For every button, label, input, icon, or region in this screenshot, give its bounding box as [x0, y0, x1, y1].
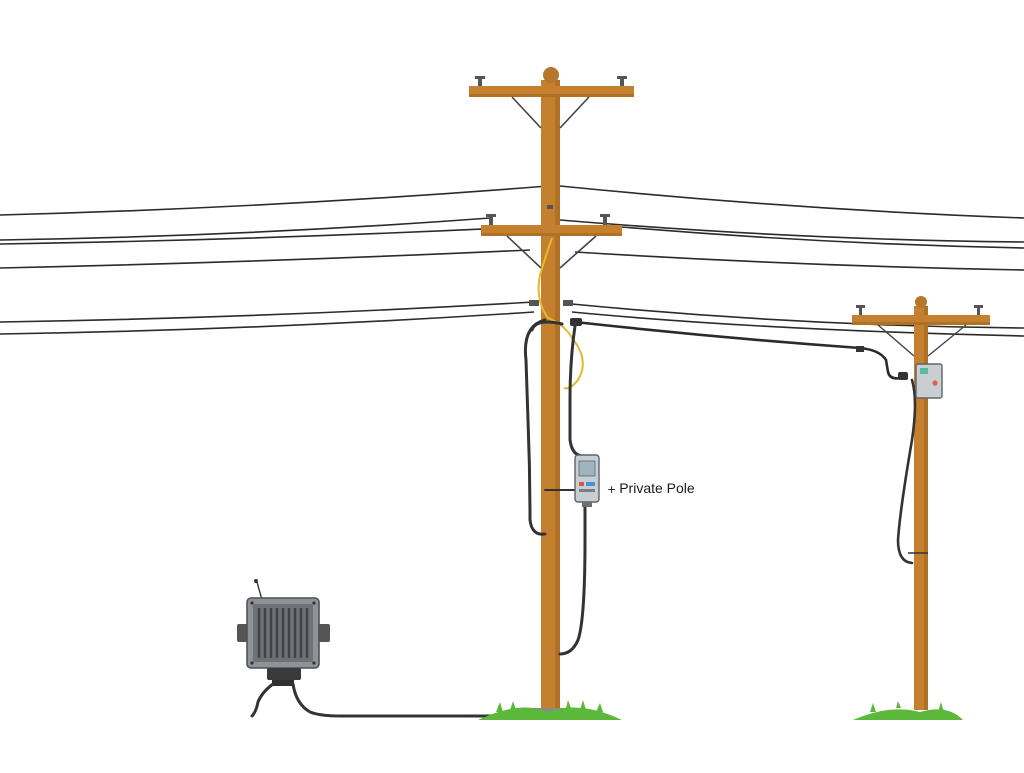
main-pole-cap	[543, 67, 559, 83]
main-utility-pole	[469, 67, 634, 717]
secondary-wire-right-2	[609, 225, 1024, 249]
neutral-wire-left	[0, 249, 531, 269]
disconnect-box-icon	[915, 363, 943, 399]
secondary-wire-left-1	[0, 217, 491, 241]
label-marker: +	[607, 483, 617, 496]
insulator-icon	[486, 214, 610, 225]
main-pole-shaft	[541, 80, 560, 712]
main-pole-middle-crossarm	[481, 225, 622, 236]
underground-cables	[250, 682, 532, 718]
main-pole-top-crossarm	[469, 86, 634, 97]
main-pole-service-cables	[523, 318, 587, 656]
insulator-icon	[475, 76, 627, 86]
neutral-wire-right	[574, 251, 1024, 271]
primary-wire-right-1	[559, 185, 1024, 219]
pad-transformer-icon	[237, 579, 330, 686]
grass-private-pole	[853, 701, 963, 720]
private-pole-shaft	[914, 306, 928, 710]
insulator-icon	[856, 305, 983, 315]
private-pole-cap	[915, 296, 927, 308]
primary-wire-left-1	[0, 185, 549, 216]
service-wire-left-2	[0, 311, 535, 335]
private-pole-crossarm	[852, 315, 990, 325]
secondary-wire-right-1	[559, 219, 1024, 243]
secondary-wire-left-2	[0, 225, 549, 245]
grass-main-pole	[478, 700, 622, 720]
private-pole	[852, 296, 990, 710]
private-pole-label: +Private Pole	[607, 480, 695, 496]
ground-wire	[537, 237, 584, 390]
service-wire-left-1	[0, 301, 535, 323]
electric-meter-icon	[574, 454, 600, 507]
private-pole-text: Private Pole	[619, 480, 695, 496]
service-wire-right-2	[571, 311, 1024, 337]
overhead-wires	[0, 185, 1024, 337]
